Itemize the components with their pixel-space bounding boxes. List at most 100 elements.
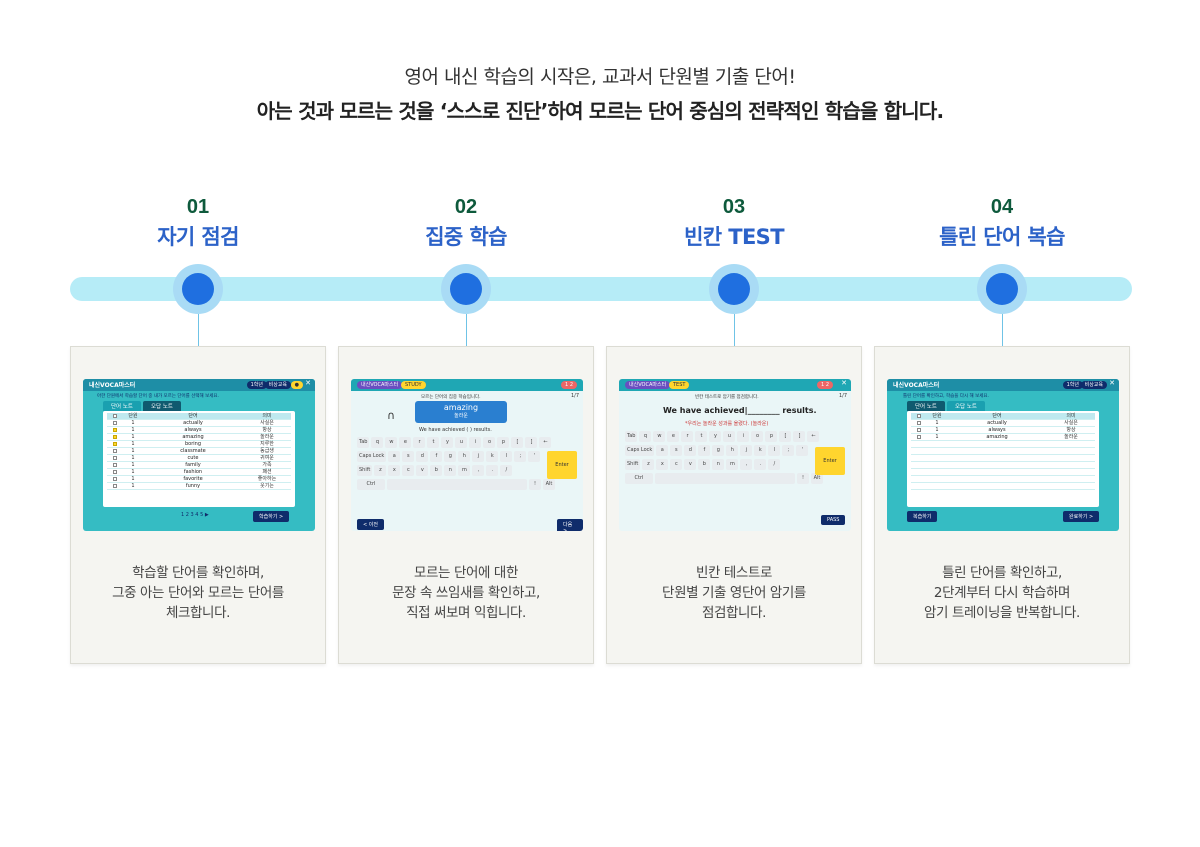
enter-key[interactable]: Enter (547, 451, 577, 479)
keyboard-key[interactable]: m (458, 465, 471, 476)
keyboard-key[interactable]: k (754, 445, 767, 456)
keyboard-key[interactable]: a (388, 451, 401, 462)
keyboard-key[interactable]: e (667, 431, 680, 442)
keyboard-key[interactable]: h (726, 445, 739, 456)
speaker-icon[interactable]: ∩ (387, 409, 396, 422)
keyboard-key[interactable]: ] (525, 437, 538, 448)
keyboard-key[interactable]: c (670, 459, 683, 470)
keyboard-key[interactable]: Alt (543, 479, 555, 490)
row-checkbox[interactable] (113, 462, 117, 467)
row-checkbox[interactable] (113, 476, 117, 481)
keyboard-key[interactable]: y (709, 431, 722, 442)
tab-word-note[interactable]: 단어 노트 (103, 401, 141, 411)
row-checkbox[interactable] (917, 427, 921, 432)
row-checkbox[interactable] (113, 483, 117, 488)
keyboard-key[interactable]: ! (529, 479, 541, 490)
keyboard-key[interactable]: i (469, 437, 482, 448)
keyboard-key[interactable]: r (413, 437, 426, 448)
keyboard-key[interactable]: o (751, 431, 764, 442)
enter-key[interactable]: Enter (815, 447, 845, 475)
keyboard-key[interactable]: g (712, 445, 725, 456)
keyboard-key[interactable]: y (441, 437, 454, 448)
keyboard-key[interactable]: l (768, 445, 781, 456)
keyboard-key[interactable]: q (639, 431, 652, 442)
keyboard-key[interactable]: o (483, 437, 496, 448)
keyboard-key[interactable]: g (444, 451, 457, 462)
close-icon[interactable]: ✕ (841, 379, 847, 387)
keyboard-key[interactable]: q (371, 437, 384, 448)
keyboard-key[interactable]: Shift (357, 465, 373, 476)
row-checkbox[interactable] (113, 420, 117, 425)
keyboard-key[interactable]: a (656, 445, 669, 456)
start-study-button[interactable]: 학습하기 > (253, 511, 290, 522)
keyboard-key[interactable]: , (472, 465, 485, 476)
keyboard-key[interactable]: b (430, 465, 443, 476)
keyboard-key[interactable]: w (653, 431, 666, 442)
keyboard-key[interactable]: [ (779, 431, 792, 442)
keyboard-key[interactable]: i (737, 431, 750, 442)
keyboard-key[interactable]: p (497, 437, 510, 448)
keyboard-key[interactable]: Caps Lock (625, 445, 655, 456)
keyboard-key[interactable]: d (684, 445, 697, 456)
pager[interactable]: 1 2 3 4 5 ▶ (181, 512, 209, 518)
keyboard-key[interactable]: ; (514, 451, 527, 462)
keyboard-key[interactable]: t (427, 437, 440, 448)
row-checkbox[interactable] (113, 469, 117, 474)
keyboard-key[interactable]: b (698, 459, 711, 470)
keyboard-key[interactable]: ; (782, 445, 795, 456)
keyboard-key[interactable]: / (768, 459, 781, 470)
keyboard-key[interactable]: Tab (357, 437, 370, 448)
row-checkbox[interactable] (113, 434, 117, 439)
keyboard-key[interactable]: e (399, 437, 412, 448)
keyboard-key[interactable]: j (472, 451, 485, 462)
keyboard-key[interactable]: j (740, 445, 753, 456)
pass-button[interactable]: PASS (821, 515, 846, 525)
keyboard-key[interactable]: Ctrl (625, 473, 653, 484)
keyboard-key[interactable]: ] (793, 431, 806, 442)
keyboard-key[interactable]: Alt (811, 473, 823, 484)
row-checkbox[interactable] (917, 434, 921, 439)
keyboard-key[interactable]: s (670, 445, 683, 456)
keyboard-key[interactable]: d (416, 451, 429, 462)
row-checkbox[interactable] (113, 441, 117, 446)
keyboard-key[interactable]: n (712, 459, 725, 470)
keyboard-key[interactable]: k (486, 451, 499, 462)
close-icon[interactable]: ✕ (1109, 379, 1115, 387)
keyboard-key[interactable]: , (740, 459, 753, 470)
keyboard-key[interactable]: v (416, 465, 429, 476)
keyboard-key[interactable]: z (642, 459, 655, 470)
keyboard-key[interactable] (387, 479, 527, 490)
keyboard-key[interactable]: h (458, 451, 471, 462)
tab-wrong-note[interactable]: 오답 노트 (143, 401, 181, 411)
keyboard-key[interactable]: r (681, 431, 694, 442)
keyboard-key[interactable]: [ (511, 437, 524, 448)
keyboard-key[interactable]: n (444, 465, 457, 476)
keyboard-key[interactable]: f (430, 451, 443, 462)
tab-word-note[interactable]: 단어 노트 (907, 401, 945, 411)
tab-wrong-note[interactable]: 오답 노트 (947, 401, 985, 411)
close-icon[interactable]: ✕ (305, 379, 311, 387)
keyboard-key[interactable]: x (656, 459, 669, 470)
keyboard-key[interactable]: p (765, 431, 778, 442)
row-checkbox[interactable] (113, 427, 117, 432)
keyboard-key[interactable]: ! (797, 473, 809, 484)
keyboard-key[interactable]: Shift (625, 459, 641, 470)
row-checkbox[interactable] (917, 420, 921, 425)
keyboard-key[interactable]: s (402, 451, 415, 462)
keyboard-key[interactable]: ' (528, 451, 541, 462)
keyboard-key[interactable]: z (374, 465, 387, 476)
checkbox-all[interactable] (917, 413, 921, 418)
keyboard-key[interactable]: / (500, 465, 513, 476)
